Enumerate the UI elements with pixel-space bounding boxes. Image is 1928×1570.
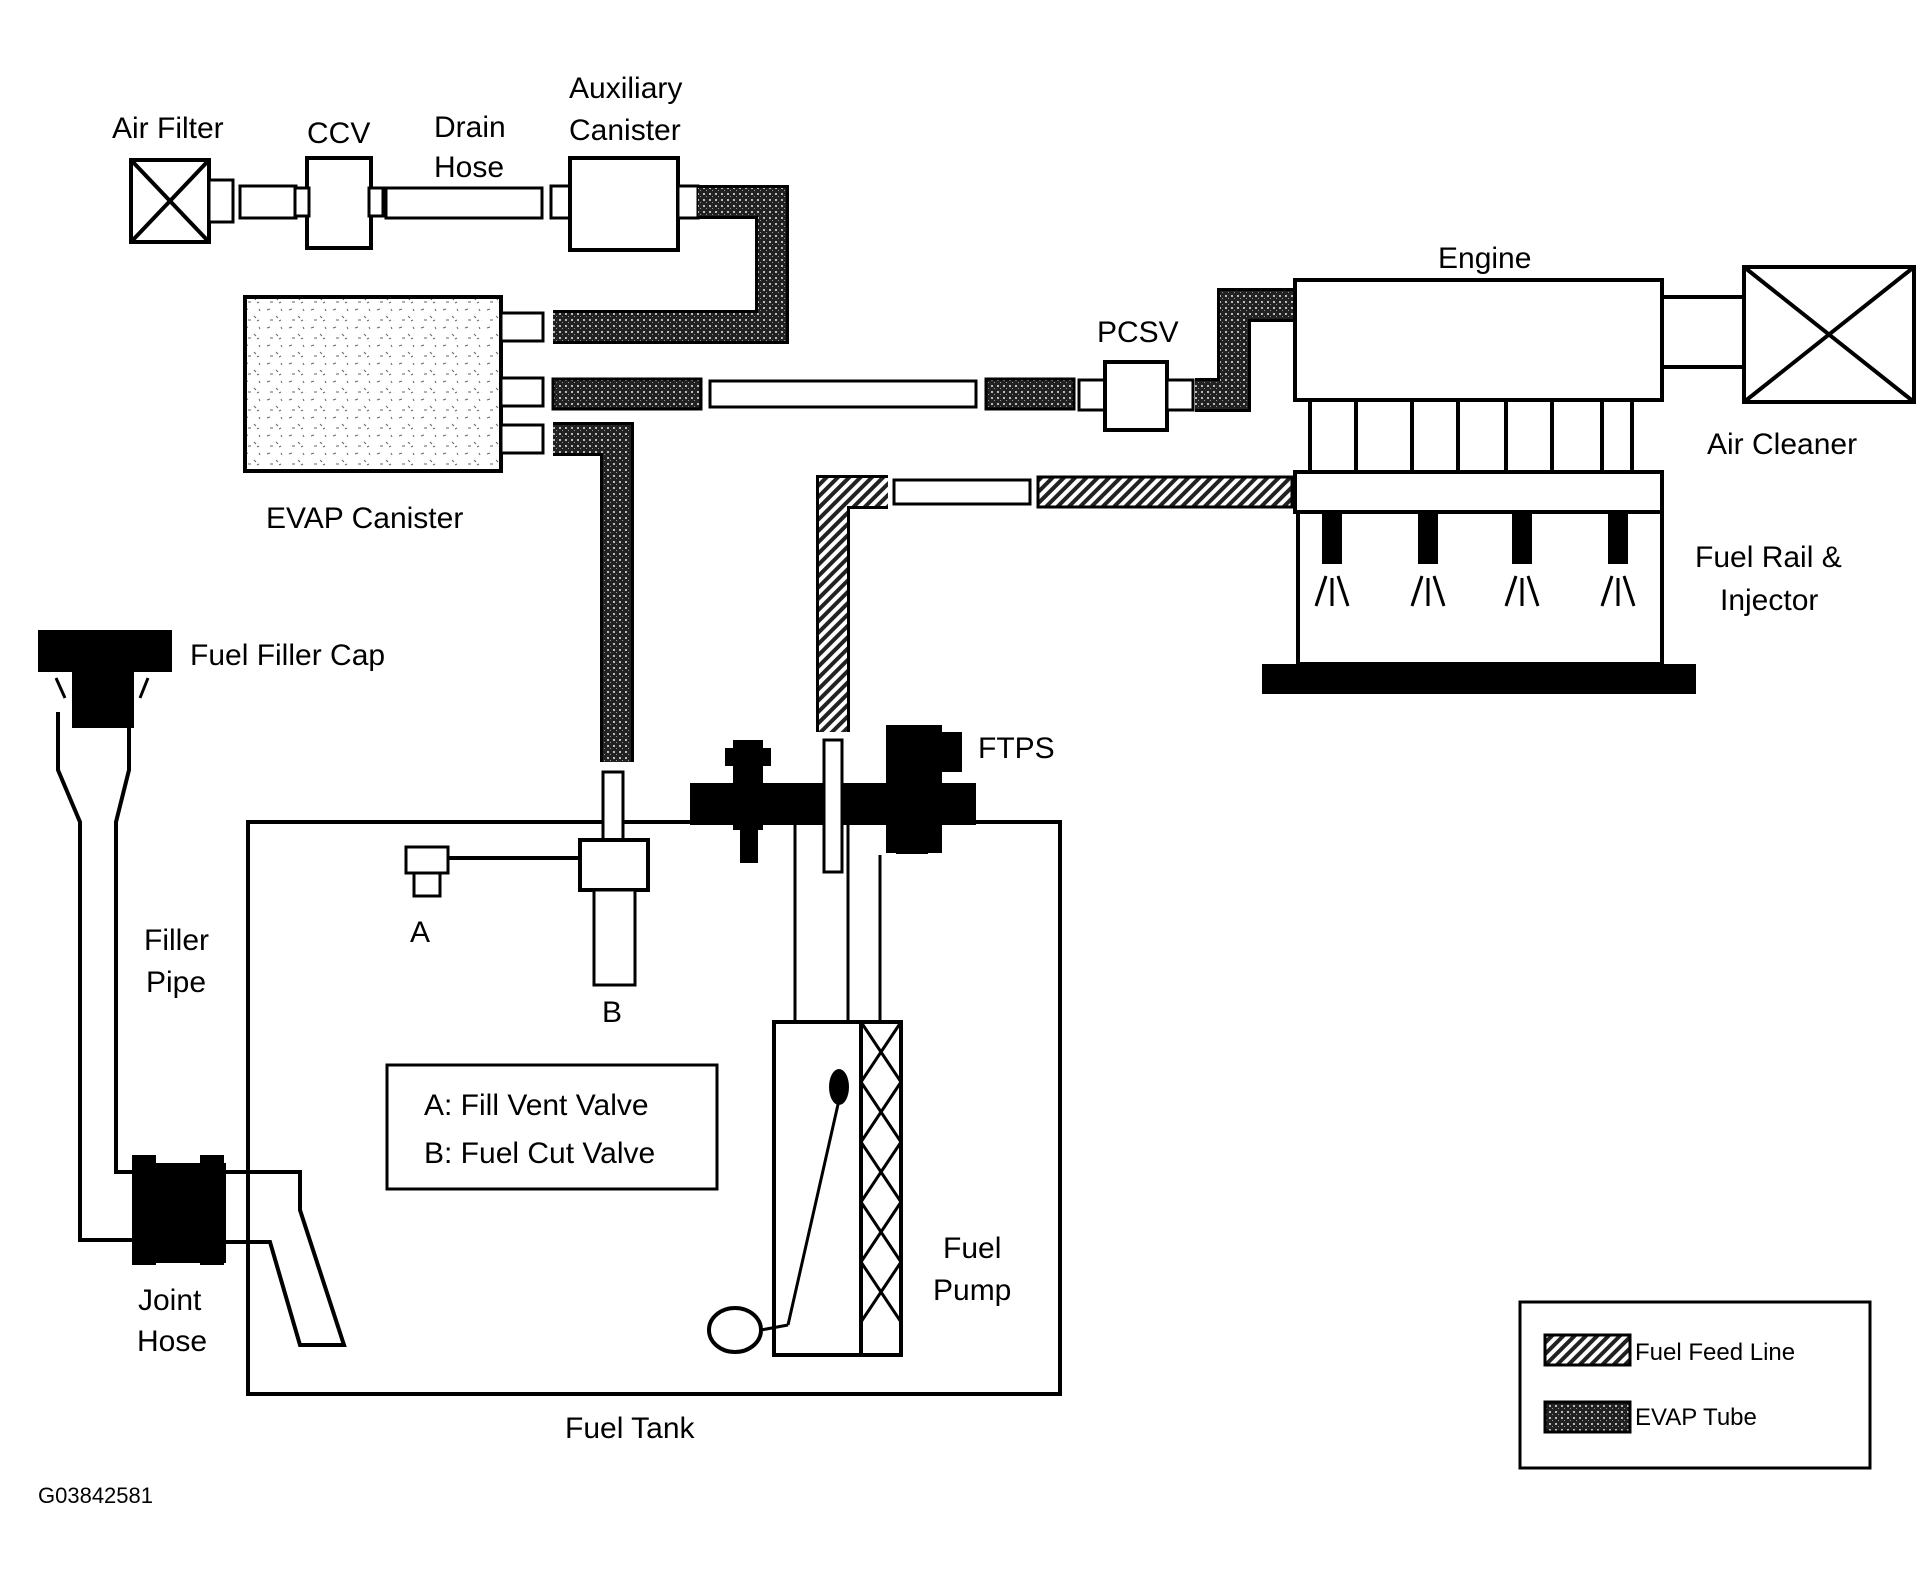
label-joint-hose-line1: Joint bbox=[138, 1284, 202, 1317]
fuel-injectors bbox=[1314, 512, 1636, 607]
label-ccv: CCV bbox=[307, 117, 370, 150]
label-evap-canister: EVAP Canister bbox=[266, 502, 463, 535]
label-filler-pipe-line2: Pipe bbox=[146, 966, 206, 999]
fuel-cut-valve bbox=[578, 770, 650, 987]
label-fuel-pump-line1: Fuel bbox=[943, 1232, 1001, 1265]
label-drain-hose-line2: Hose bbox=[434, 151, 504, 184]
label-ftps: FTPS bbox=[978, 732, 1055, 765]
fuel-rail bbox=[1262, 470, 1696, 694]
label-air-filter: Air Filter bbox=[112, 112, 224, 145]
auxiliary-canister bbox=[549, 156, 700, 252]
fuel-feed-line-rail bbox=[1036, 475, 1294, 509]
air-filter bbox=[129, 158, 235, 244]
fuel-filler-cap bbox=[38, 630, 172, 728]
evap-tube-canister-purge bbox=[551, 377, 703, 411]
key-line-a: A: Fill Vent Valve bbox=[424, 1089, 649, 1122]
label-fuel-rail-line2: Injector bbox=[1720, 584, 1818, 617]
label-fuel-filler-cap: Fuel Filler Cap bbox=[190, 639, 385, 672]
legend-label-evap: EVAP Tube bbox=[1635, 1404, 1757, 1431]
connector-tube bbox=[238, 184, 298, 220]
label-valve-b: B bbox=[602, 996, 622, 1029]
filler-neck-inlet bbox=[226, 1170, 347, 1347]
key-line-b: B: Fuel Cut Valve bbox=[424, 1137, 655, 1170]
ftps-sensor bbox=[886, 725, 962, 854]
legend-swatch-fuel-feed bbox=[1543, 1333, 1632, 1367]
pcsv-valve bbox=[1077, 360, 1195, 432]
engine-block bbox=[1293, 278, 1664, 474]
figure-id: G03842581 bbox=[38, 1483, 153, 1508]
fuel-pump-module bbox=[707, 738, 903, 1357]
label-aux-canister-line2: Canister bbox=[569, 114, 681, 147]
air-cleaner bbox=[1660, 265, 1916, 404]
label-valve-a: A bbox=[410, 916, 430, 949]
label-pcsv: PCSV bbox=[1097, 316, 1179, 349]
evap-tube-to-pcsv bbox=[984, 377, 1076, 411]
joint-hose bbox=[132, 1155, 226, 1265]
valve-key-box bbox=[385, 1063, 719, 1191]
filler-pipe bbox=[56, 712, 140, 1242]
label-fuel-tank: Fuel Tank bbox=[565, 1412, 696, 1445]
legend bbox=[1518, 1300, 1872, 1470]
fuel-feed-hose bbox=[892, 478, 1032, 506]
ccv-valve bbox=[293, 156, 385, 250]
legend-swatch-evap bbox=[1543, 1400, 1632, 1434]
label-fuel-rail-line1: Fuel Rail & bbox=[1695, 541, 1842, 574]
label-aux-canister-line1: Auxiliary bbox=[569, 72, 682, 105]
label-joint-hose-line2: Hose bbox=[137, 1325, 207, 1358]
evap-canister bbox=[243, 295, 545, 473]
label-fuel-pump-line2: Pump bbox=[933, 1274, 1011, 1307]
legend-label-fuel-feed: Fuel Feed Line bbox=[1635, 1339, 1795, 1366]
label-filler-pipe-line1: Filler bbox=[144, 924, 209, 957]
label-drain-hose-line1: Drain bbox=[434, 111, 506, 144]
label-engine: Engine bbox=[1438, 242, 1531, 275]
fill-vent-valve bbox=[404, 845, 580, 898]
drain-hose bbox=[384, 186, 544, 220]
label-air-cleaner: Air Cleaner bbox=[1707, 428, 1857, 461]
purge-hose bbox=[708, 379, 978, 409]
